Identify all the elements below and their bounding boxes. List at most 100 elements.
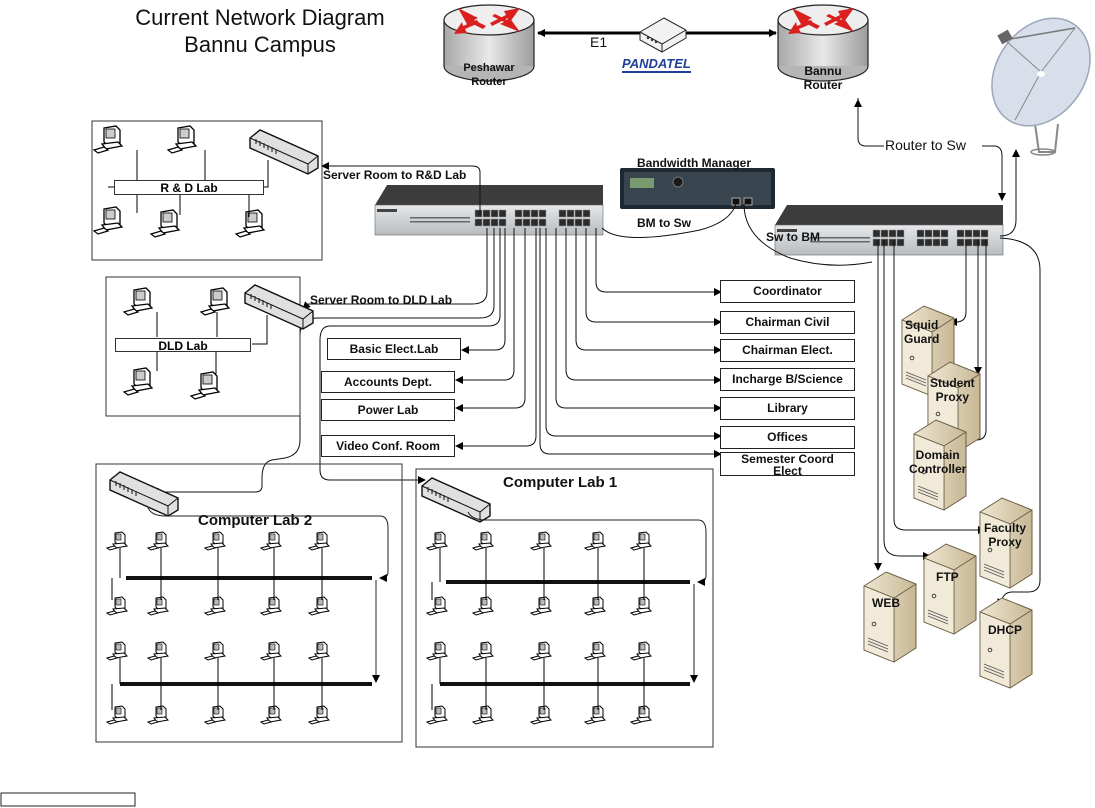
lab-pc-icon (147, 705, 169, 725)
switch-port (538, 218, 547, 227)
server-icon-ftp (923, 543, 977, 635)
lab-pc-icon (630, 531, 652, 551)
bandwidth-manager-label: Bandwidth Manager (637, 156, 752, 170)
lab-pc-icon (630, 596, 652, 616)
footer-empty-box (0, 792, 136, 807)
switch-port (530, 209, 539, 218)
lab-pc-icon (472, 705, 494, 725)
bannu-router-label: Bannu Router (803, 64, 843, 92)
lab-pc-icon (147, 531, 169, 551)
switch-port (964, 238, 973, 247)
lab-pc-icon (204, 641, 226, 661)
server-icon-web (863, 571, 917, 663)
e1-link-label: E1 (590, 34, 608, 50)
switch-port (932, 238, 941, 247)
lab-pc-icon (472, 531, 494, 551)
lab-pc-icon (530, 641, 552, 661)
lab-pc-icon (630, 641, 652, 661)
switch-port (924, 229, 933, 238)
switch-port (482, 218, 491, 227)
dept-incharge-bscience: Incharge B/Science (720, 368, 855, 391)
lab-pc-icon (308, 641, 330, 661)
lab-pc-icon (260, 596, 282, 616)
switch-port (522, 218, 531, 227)
switch-port (482, 209, 491, 218)
switch-port (964, 229, 973, 238)
switch-ports (474, 209, 989, 247)
dept-library: Library (720, 397, 855, 420)
switch-port (896, 238, 905, 247)
computer-lab-2-frame (95, 463, 403, 743)
computer-lab-2-title: Computer Lab 2 (198, 512, 313, 529)
switch-port (872, 238, 881, 247)
switch-port (514, 209, 523, 218)
computer-lab-2-hub-icon (109, 471, 179, 517)
dept-chairman-elect: Chairman Elect. (720, 339, 855, 362)
switch-port (490, 218, 499, 227)
lab-pc-icon (204, 705, 226, 725)
lab-pc-icon (530, 596, 552, 616)
switch-port (538, 209, 547, 218)
lab-pc-icon (584, 705, 606, 725)
computer-lab-1-frame (415, 468, 714, 748)
title-line-1: Current Network Diagram (135, 5, 385, 30)
switch-port (932, 229, 941, 238)
switch-port (574, 209, 583, 218)
connection-wires (151, 98, 1041, 607)
switch-port (566, 209, 575, 218)
lab-pc-icon (426, 705, 448, 725)
lab-pc-icon (584, 531, 606, 551)
lab-pc-icon (472, 641, 494, 661)
switch-port (972, 229, 981, 238)
lab-pc-icon (147, 596, 169, 616)
switch-port (980, 238, 989, 247)
switch-port (956, 238, 965, 247)
switch-port (940, 229, 949, 238)
diagram-title: Current Network Diagram Bannu Campus (110, 4, 410, 58)
switch-port (896, 229, 905, 238)
lab-pc-icon (426, 641, 448, 661)
lab-pc-icon (204, 596, 226, 616)
dept-video-conf-room: Video Conf. Room (321, 435, 455, 457)
switch-port (872, 229, 881, 238)
dld-lab-bus-label: DLD Lab (115, 338, 251, 353)
bandwidth-manager-device (620, 168, 775, 209)
switch-port (558, 209, 567, 218)
switch-port (474, 218, 483, 227)
lab-pc-icon (426, 531, 448, 551)
lab-pc-icon (147, 641, 169, 661)
switch-port (916, 229, 925, 238)
lab-pc-icon (106, 705, 128, 725)
switch-port (498, 209, 507, 218)
lab-pc-icon (106, 596, 128, 616)
switch-port (582, 218, 591, 227)
rd-lab-bus-label: R & D Lab (114, 180, 264, 195)
switch-port (490, 209, 499, 218)
lab-pc-icon (530, 531, 552, 551)
pandatel-brand: PANDATEL (622, 56, 691, 73)
bm-to-sw-label: BM to Sw (637, 216, 691, 230)
rd-lab-hub-icon (249, 129, 319, 175)
switch-port (574, 218, 583, 227)
pandatel-modem-icon (639, 17, 687, 53)
dept-coordinator: Coordinator (720, 280, 855, 303)
lab-pc-icon (106, 641, 128, 661)
sw-to-bm-label: Sw to BM (766, 230, 820, 244)
satellite-dish-icon (991, 17, 1091, 156)
switch-port (888, 229, 897, 238)
server-label-dhcp: DHCP (988, 623, 1023, 637)
lab-pc-icon (308, 531, 330, 551)
lab-pc-icon (260, 531, 282, 551)
switch-port (522, 209, 531, 218)
switch-port (566, 218, 575, 227)
lab-pc-icon (584, 596, 606, 616)
rd-lab-link-label: Server Room to R&D Lab (323, 168, 467, 182)
server-label-ftp: FTP (936, 570, 959, 584)
switch-port (582, 209, 591, 218)
lab-pc-icon (308, 705, 330, 725)
title-line-2: Bannu Campus (184, 32, 336, 57)
